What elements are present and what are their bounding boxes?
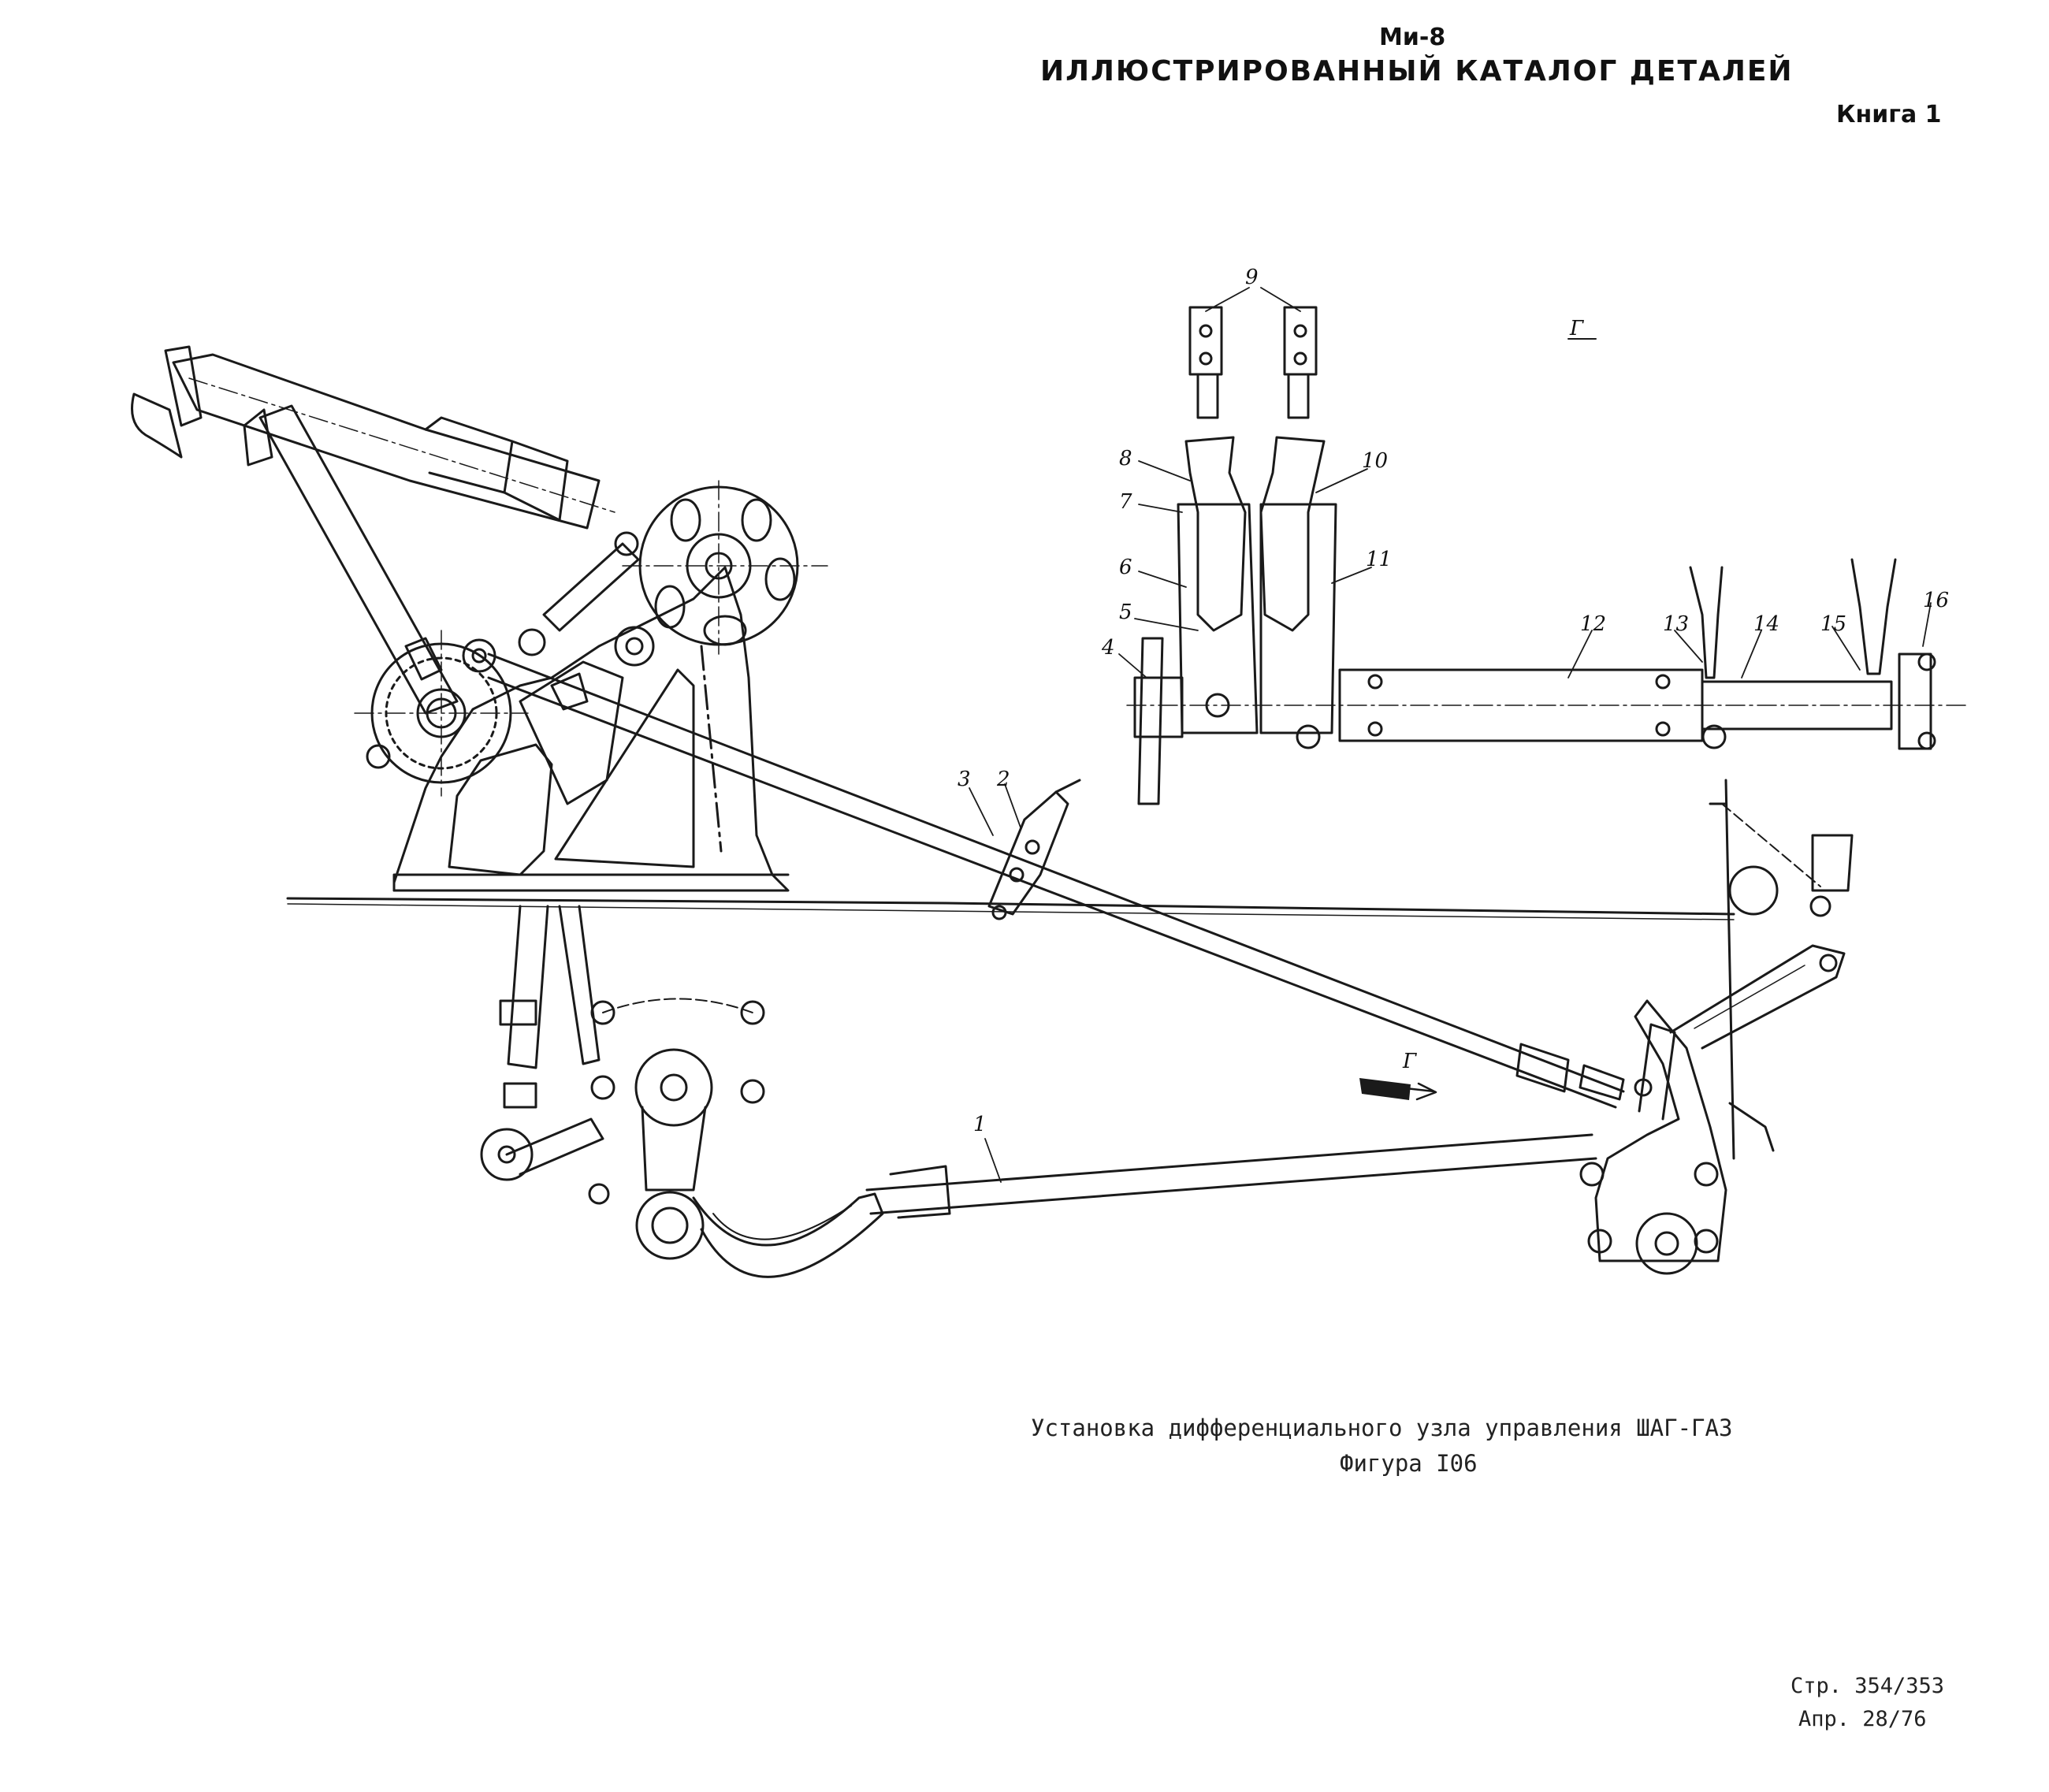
callout-16: 16	[1923, 589, 1949, 612]
slotted-lever	[258, 404, 459, 715]
detail-view-g	[1126, 306, 1971, 805]
lever-slot	[404, 637, 443, 681]
page-number: Стр. 354/353	[1791, 1674, 1945, 1698]
callout-7: 7	[1119, 490, 1132, 514]
link-rod-upper	[542, 542, 640, 632]
callout-13: 13	[1663, 612, 1689, 636]
hydraulic-booster	[131, 345, 615, 530]
gear-drum	[354, 630, 529, 797]
frame-post	[1709, 779, 1854, 1160]
callout-14: 14	[1753, 612, 1779, 636]
detail-view-title: Г	[1569, 317, 1584, 340]
catalog-title: ИЛЛЮСТРИРОВАННЫЙ КАТАЛОГ ДЕТАЛЕЙ	[1040, 55, 1794, 87]
figure-number: Фигура I06	[1340, 1450, 1478, 1477]
callout-12: 12	[1580, 612, 1606, 636]
right-bellcrank	[1579, 944, 1846, 1275]
revision-date: Апр. 28/76	[1798, 1707, 1927, 1731]
callout-8: 8	[1119, 447, 1132, 470]
callout-5: 5	[1119, 600, 1132, 624]
callout-9: 9	[1245, 266, 1259, 289]
lower-linkage	[480, 905, 765, 1205]
bellcrank	[634, 1048, 884, 1278]
control-rod-1	[865, 1133, 1597, 1219]
callout-15: 15	[1820, 612, 1846, 636]
push-rod-3	[487, 652, 1625, 1109]
callout-6: 6	[1119, 556, 1132, 579]
view-arrow-label: Г	[1402, 1050, 1417, 1073]
figure-caption: Установка дифференциального узла управле…	[1031, 1415, 1733, 1441]
callout-1: 1	[973, 1113, 987, 1136]
aircraft-model: Ми-8	[1379, 24, 1446, 51]
book-number: Книга 1	[1836, 101, 1942, 128]
floor-line	[286, 897, 1735, 916]
callout-3: 3	[958, 768, 971, 791]
callout-10: 10	[1362, 449, 1388, 473]
callout-11: 11	[1366, 548, 1392, 571]
star-wheel	[622, 480, 828, 655]
callout-4: 4	[1101, 636, 1115, 660]
callout-2: 2	[996, 768, 1010, 791]
support-bracket-2	[987, 779, 1081, 920]
floor-line-2	[287, 903, 1735, 920]
